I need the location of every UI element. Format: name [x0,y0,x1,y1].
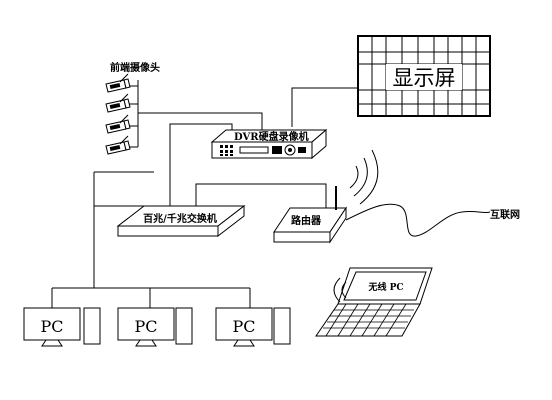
pc-workstation-3: PC [215,307,291,347]
dvr-recorder: DVR硬盘录像机 [210,128,328,160]
wifi-signal-icon [349,149,379,205]
pc-workstation-1: PC [23,307,101,347]
router-label: 路由器 [291,214,322,227]
cameras-label: 前端摄像头 [110,61,160,74]
display-screen: 显示屏 [357,35,491,117]
pc-label: PC [134,317,157,336]
wireless-laptop: 无线 PC [315,267,433,337]
connection-lines [51,80,358,308]
camera-icon [105,73,131,93]
pc-tower-icon [175,307,193,345]
pc-label: PC [40,317,63,336]
display-label: 显示屏 [393,66,456,90]
wireless-pc-label: 无线 PC [367,281,403,293]
camera-icon [105,135,131,155]
switch-label: 百兆/千兆交换机 [143,212,217,225]
network-switch: 百兆/千兆交换机 [116,204,246,238]
internet-link [345,203,491,237]
camera-icon [105,114,131,134]
pc-workstation-2: PC [117,307,193,347]
internet-label: 互联网 [490,208,520,221]
laptop-wifi-icon [333,277,347,303]
dvr-label: DVR硬盘录像机 [234,130,309,143]
router: 路由器 [273,186,347,244]
pc-tower-icon [273,307,291,345]
front-cameras [105,73,131,155]
camera-icon [105,93,131,113]
pc-label: PC [232,317,255,336]
pc-tower-icon [83,307,101,345]
